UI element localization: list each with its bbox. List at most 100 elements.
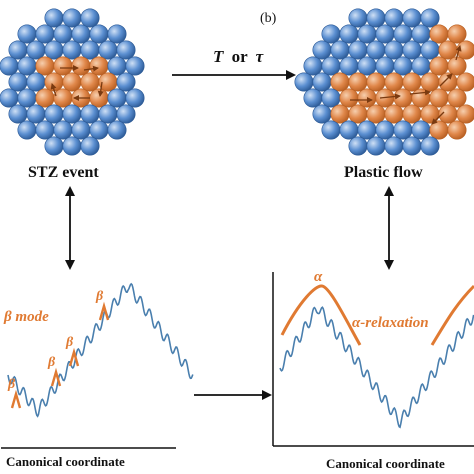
blue-atom: [62, 8, 82, 28]
blue-atom: [89, 120, 109, 140]
orange-atom: [330, 104, 350, 124]
left-energy-curve: [7, 282, 194, 418]
blue-atom: [321, 24, 341, 44]
blue-atom: [303, 56, 323, 76]
orange-atom: [53, 56, 73, 76]
blue-atom: [384, 40, 404, 60]
orange-atom: [62, 72, 82, 92]
orange-atom: [402, 72, 422, 92]
left-axis-label: Canonical coordinate: [6, 454, 125, 469]
blue-atom: [366, 40, 386, 60]
blue-atom: [0, 88, 19, 108]
blue-atom: [62, 104, 82, 124]
blue-atom: [107, 56, 127, 76]
orange-atom: [429, 24, 449, 44]
orange-atom: [384, 72, 404, 92]
flow-displacement-arrow: [379, 93, 401, 100]
plastic-flow-atom-cluster: [294, 8, 474, 156]
blue-atom: [348, 136, 368, 156]
transition-label: T or τ: [213, 47, 264, 66]
orange-atom: [447, 56, 467, 76]
beta-mode-label: β mode: [3, 309, 49, 325]
blue-atom: [8, 72, 28, 92]
beta-peak-mark: [98, 301, 110, 321]
blue-atom: [107, 120, 127, 140]
blue-atom: [402, 8, 422, 28]
right-energy-curve: [279, 306, 474, 429]
blue-atom: [321, 56, 341, 76]
orange-atom: [366, 104, 386, 124]
blue-atom: [339, 56, 359, 76]
blue-atom: [312, 104, 332, 124]
flow-displacement-arrow: [431, 111, 445, 125]
stz-event-caption: STZ event: [28, 164, 99, 181]
blue-atom: [17, 56, 37, 76]
blue-atom: [321, 88, 341, 108]
blue-atom: [294, 72, 314, 92]
orange-atom: [357, 88, 377, 108]
blue-atom: [312, 40, 332, 60]
blue-atom: [375, 24, 395, 44]
blue-atom: [312, 72, 332, 92]
flow-displacement-arrow: [409, 89, 431, 96]
blue-atom: [26, 104, 46, 124]
blue-atom: [116, 104, 136, 124]
blue-atom: [420, 40, 440, 60]
blue-atom: [53, 120, 73, 140]
blue-atom: [366, 8, 386, 28]
blue-atom: [107, 24, 127, 44]
blue-atom: [116, 72, 136, 92]
blue-atom: [393, 24, 413, 44]
blue-atom: [384, 136, 404, 156]
blue-atom: [98, 104, 118, 124]
blue-atom: [44, 8, 64, 28]
stz-atom-cluster: [0, 8, 145, 156]
blue-atom: [125, 88, 145, 108]
blue-atom: [339, 24, 359, 44]
orange-atom: [330, 72, 350, 92]
blue-atom: [420, 8, 440, 28]
blue-atom: [330, 40, 350, 60]
blue-atom: [71, 24, 91, 44]
orange-atom: [35, 56, 55, 76]
blue-atom: [35, 24, 55, 44]
orange-atom: [71, 56, 91, 76]
orange-atom: [89, 88, 109, 108]
blue-atom: [375, 120, 395, 140]
blue-atom: [116, 40, 136, 60]
blue-atom: [8, 104, 28, 124]
alpha-relaxation-label: α-relaxation: [352, 315, 429, 331]
blue-atom: [35, 120, 55, 140]
orange-atom: [447, 88, 467, 108]
blue-atom: [375, 56, 395, 76]
right-axis-label: Canonical coordinate: [326, 456, 445, 471]
stz-displacement-arrow: [97, 81, 104, 97]
orange-atom: [35, 88, 55, 108]
blue-atom: [53, 24, 73, 44]
orange-atom: [438, 72, 458, 92]
blue-atom: [411, 56, 431, 76]
flow-displacement-arrow: [455, 45, 462, 61]
blue-atom: [420, 136, 440, 156]
blue-atom: [44, 136, 64, 156]
blue-atom: [393, 120, 413, 140]
blue-atom: [321, 120, 341, 140]
blue-atom: [0, 56, 19, 76]
orange-atom: [348, 72, 368, 92]
orange-atom: [429, 88, 449, 108]
beta-label: β: [65, 335, 74, 350]
orange-atom: [53, 88, 73, 108]
orange-atom: [393, 88, 413, 108]
blue-atom: [26, 40, 46, 60]
blue-atom: [393, 56, 413, 76]
orange-atom: [411, 88, 431, 108]
blue-atom: [17, 88, 37, 108]
blue-atom: [71, 120, 91, 140]
blue-atom: [384, 8, 404, 28]
blue-atom: [357, 56, 377, 76]
orange-atom: [402, 104, 422, 124]
blue-atom: [80, 104, 100, 124]
orange-atom: [429, 56, 449, 76]
blue-atom: [98, 40, 118, 60]
orange-atom: [447, 24, 467, 44]
